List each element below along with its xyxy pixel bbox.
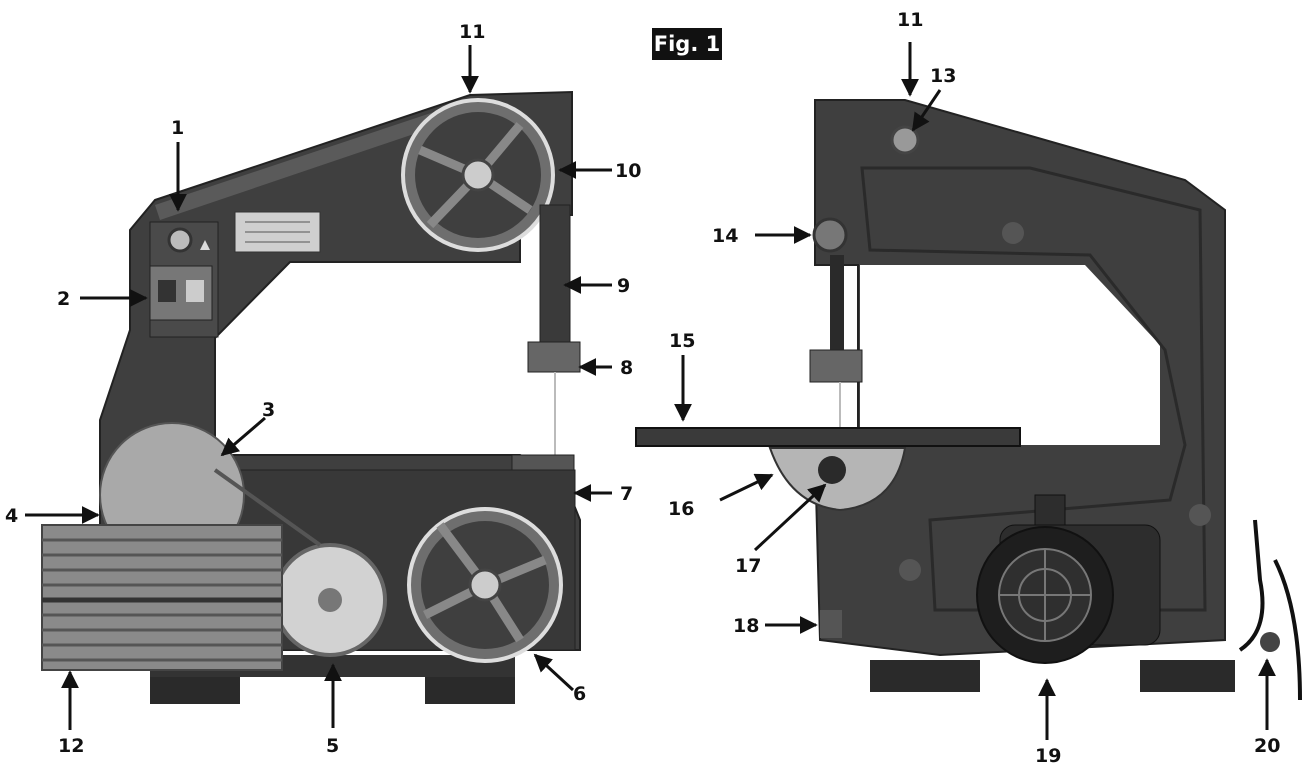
side-foot-left — [870, 660, 980, 692]
callout-11-left: 11 — [459, 21, 485, 43]
callout-2: 2 — [57, 288, 70, 310]
callout-1: 1 — [171, 117, 184, 139]
arrow-17 — [753, 483, 827, 552]
side-frame-throat — [860, 265, 1160, 445]
front-view-bandsaw — [41, 90, 581, 704]
frame-bolt — [1189, 504, 1211, 526]
side-view-bandsaw — [635, 99, 1302, 701]
arrow-6 — [533, 653, 575, 692]
frame-bolt — [1002, 222, 1024, 244]
cord-plug — [1260, 632, 1280, 652]
switch-on-button — [186, 280, 204, 302]
frame-bolt — [899, 559, 921, 581]
callout-18: 18 — [733, 615, 759, 637]
frame-top-edge — [155, 100, 470, 220]
callout-3: 3 — [262, 399, 275, 421]
tension-knob — [890, 125, 920, 155]
figure-label: Fig. 1 — [652, 28, 722, 60]
switch-off-button — [158, 280, 176, 302]
callout-7: 7 — [620, 483, 633, 505]
callout-arrows — [25, 42, 1276, 740]
callout-19: 19 — [1035, 745, 1061, 767]
callout-5: 5 — [326, 735, 339, 757]
callout-12: 12 — [58, 735, 84, 757]
arrow-3 — [220, 416, 266, 457]
arrow-16 — [719, 473, 774, 502]
blade-guard-post — [539, 204, 571, 346]
frame-throat — [220, 265, 520, 452]
callout-labels: 1 2 3 4 5 6 7 8 9 10 11 12 13 14 15 16 1… — [5, 9, 1280, 767]
power-cord — [1273, 559, 1302, 701]
side-lower-block — [820, 610, 842, 638]
drive-belt — [213, 468, 322, 547]
warning-icon — [200, 240, 210, 250]
power-cord — [1238, 519, 1265, 652]
callout-15: 15 — [669, 330, 695, 352]
motor — [976, 494, 1161, 664]
pulley-hub — [318, 588, 342, 612]
callout-13: 13 — [930, 65, 956, 87]
guide-post-knob — [812, 217, 848, 253]
callout-16: 16 — [668, 498, 694, 520]
callout-4: 4 — [5, 505, 18, 527]
upper-wheel — [401, 98, 555, 252]
side-guide-post — [830, 255, 844, 355]
upper-blade-guide — [527, 341, 581, 373]
callout-6: 6 — [573, 683, 586, 705]
callout-9: 9 — [617, 275, 630, 297]
side-foot-right — [1140, 660, 1235, 692]
callout-20: 20 — [1254, 735, 1280, 757]
indicator-lamp — [167, 227, 193, 253]
callout-8: 8 — [620, 357, 633, 379]
callout-14: 14 — [712, 225, 738, 247]
arrow-13 — [911, 89, 942, 132]
ribbed-stand-panel — [41, 524, 283, 671]
side-upper-guide — [809, 349, 863, 383]
callout-10: 10 — [615, 160, 641, 182]
work-table — [635, 427, 1021, 447]
callout-11-right: 11 — [897, 9, 923, 31]
table-tilt-knob — [818, 456, 846, 484]
callout-17: 17 — [735, 555, 761, 577]
lower-wheel — [407, 507, 563, 663]
